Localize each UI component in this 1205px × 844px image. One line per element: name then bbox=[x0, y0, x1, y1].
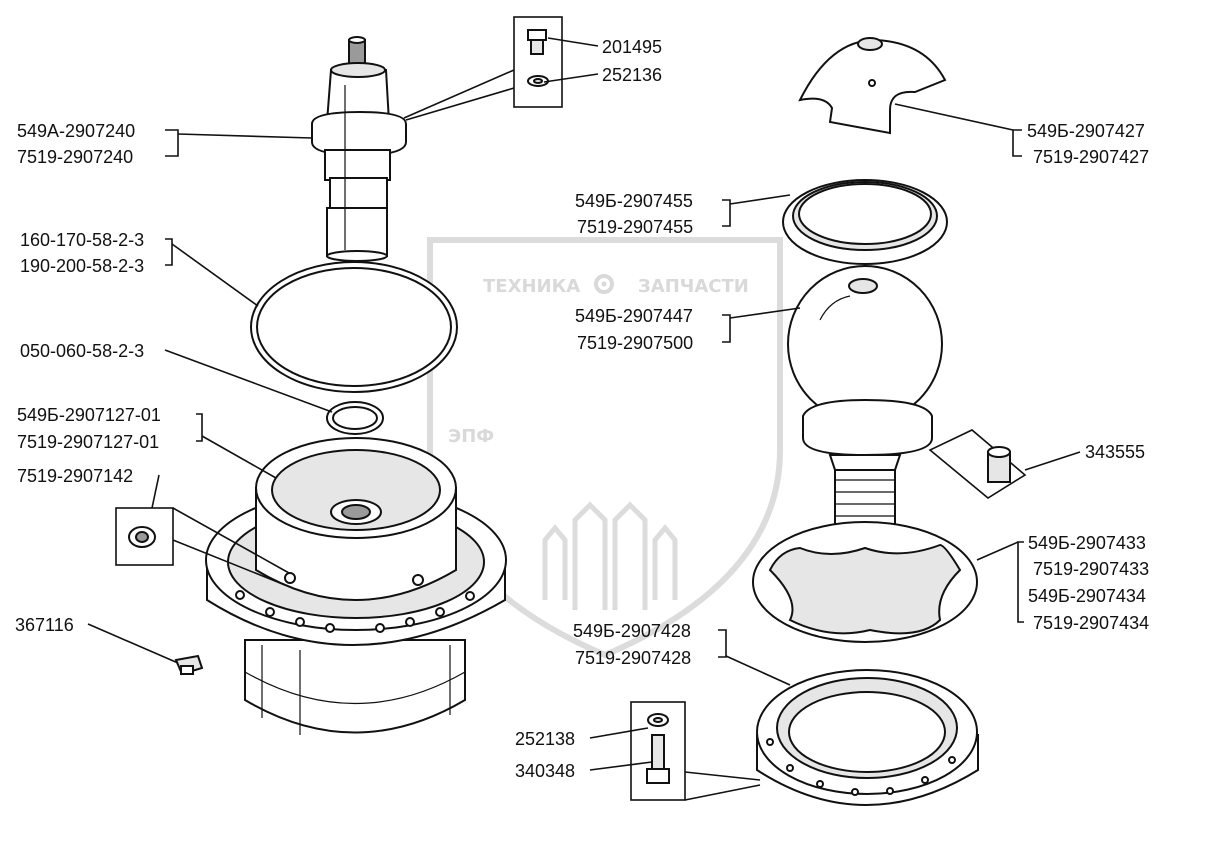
label-549b-2907447: 549Б-2907447 bbox=[575, 306, 693, 326]
label-7519-2907428: 7519-2907428 bbox=[575, 648, 691, 668]
label-201495: 201495 bbox=[602, 37, 662, 57]
ball-stud-part bbox=[787, 265, 943, 555]
boot-part bbox=[752, 521, 978, 643]
label-7519-2907142: 7519-2907142 bbox=[17, 466, 133, 486]
label-549b-2907127-01: 549Б-2907127-01 bbox=[17, 405, 161, 425]
label-549b-2907428: 549Б-2907428 bbox=[573, 621, 691, 641]
label-549b-2907455: 549Б-2907455 bbox=[575, 191, 693, 211]
label-549b-2907434: 549Б-2907434 bbox=[1028, 586, 1146, 606]
plug-part bbox=[174, 654, 204, 676]
label-367116: 367116 bbox=[15, 615, 74, 635]
label-7519-2907127-01: 7519-2907127-01 bbox=[17, 432, 159, 452]
label-549a-2907240: 549А-2907240 bbox=[17, 121, 135, 141]
label-252136: 252136 bbox=[602, 65, 662, 85]
cap-nut-bracket bbox=[928, 429, 1027, 499]
large-o-ring bbox=[250, 261, 458, 393]
bolt-washer-bracket bbox=[403, 16, 563, 121]
upper-ring-part bbox=[782, 179, 948, 265]
label-050-060-58-2-3: 050-060-58-2-3 bbox=[20, 341, 144, 361]
label-7519-2907434: 7519-2907434 bbox=[1033, 613, 1149, 633]
main-housing bbox=[205, 437, 507, 735]
lower-bolt-bracket bbox=[630, 701, 761, 801]
watermark-letters: ЭПФ bbox=[448, 426, 494, 447]
label-7519-2907240: 7519-2907240 bbox=[17, 147, 133, 167]
label-7519-2907500: 7519-2907500 bbox=[577, 333, 693, 353]
nut-bracket bbox=[115, 507, 290, 586]
label-549b-2907427: 549Б-2907427 bbox=[1027, 121, 1145, 141]
label-7519-2907427: 7519-2907427 bbox=[1033, 147, 1149, 167]
watermark-text-left: ТЕХНИКА bbox=[483, 276, 580, 297]
watermark-wheat bbox=[542, 501, 678, 610]
label-340348: 340348 bbox=[515, 761, 575, 781]
label-549b-2907433: 549Б-2907433 bbox=[1028, 533, 1146, 553]
label-7519-2907455: 7519-2907455 bbox=[577, 217, 693, 237]
label-190-200-58-2-3: 190-200-58-2-3 bbox=[20, 256, 144, 276]
label-7519-2907433: 7519-2907433 bbox=[1033, 559, 1149, 579]
cap-part bbox=[798, 37, 947, 135]
part-labels: 201495 252136 549А-2907240 7519-2907240 … bbox=[15, 37, 1149, 781]
lower-ring-part bbox=[756, 669, 979, 806]
watermark-text-right: ЗАПЧАСТИ bbox=[638, 276, 749, 297]
gear-icon bbox=[594, 274, 614, 294]
small-o-ring bbox=[326, 401, 384, 435]
label-343555: 343555 bbox=[1085, 442, 1145, 462]
shaft-part bbox=[311, 36, 407, 262]
label-160-170-58-2-3: 160-170-58-2-3 bbox=[20, 230, 144, 250]
label-252138: 252138 bbox=[515, 729, 575, 749]
leader-lines bbox=[87, 37, 1081, 771]
